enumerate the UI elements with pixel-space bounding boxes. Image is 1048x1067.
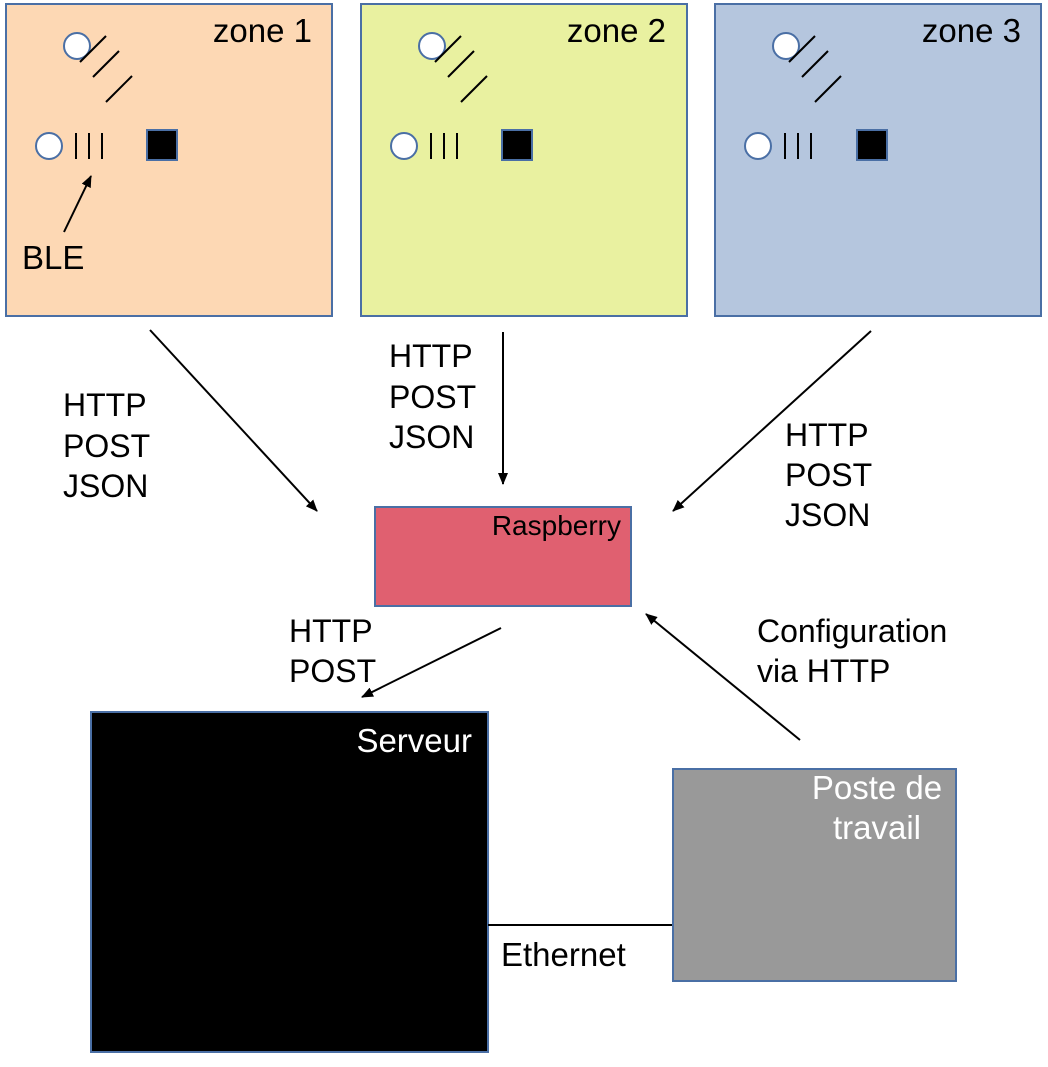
poste-box: [672, 768, 957, 982]
gateway-square-icon: [501, 129, 533, 161]
poste-label-line2: travail: [833, 809, 921, 846]
beacon-circle-icon: [390, 132, 418, 160]
signal-wave-icon: [801, 50, 829, 78]
gateway-square-icon: [146, 129, 178, 161]
ble-beacon-diagonal: [63, 32, 133, 103]
signal-wave-icon: [105, 75, 133, 103]
serveur-box: [90, 711, 489, 1053]
protocol-line: POST: [63, 428, 150, 464]
zone-3-title: zone 3: [922, 12, 1021, 49]
signal-wave-icon: [814, 75, 842, 103]
config-line: via HTTP: [757, 653, 890, 689]
protocol-line: HTTP: [389, 338, 473, 374]
zone-2-title: zone 2: [567, 12, 666, 49]
protocol-line: POST: [389, 379, 476, 415]
serveur-label: Serveur: [356, 722, 472, 759]
protocol-label-zone2: HTTP POST JSON: [389, 338, 476, 455]
signal-wave-icon: [788, 35, 816, 63]
ble-pointer-arrow: [63, 175, 92, 233]
ble-beacon-horizontal: [744, 132, 812, 160]
beacon-circle-icon: [418, 32, 446, 60]
arrow-raspberry-to-serveur: [361, 627, 502, 698]
protocol-line: POST: [785, 457, 872, 493]
beacon-circle-icon: [35, 132, 63, 160]
ethernet-label: Ethernet: [501, 936, 626, 973]
signal-wave-icon: [447, 50, 475, 78]
protocol-line: HTTP: [785, 417, 869, 453]
poste-de-travail-node: Poste de travail: [672, 768, 957, 982]
protocol-line: JSON: [785, 497, 870, 533]
protocol-line: JSON: [389, 419, 474, 455]
protocol-line: HTTP: [289, 613, 373, 649]
protocol-line: JSON: [63, 468, 148, 504]
protocol-label-zone3: HTTP POST JSON: [785, 417, 872, 533]
raspberry-box: [374, 506, 632, 607]
gateway-square-icon: [856, 129, 888, 161]
protocol-label-to-serveur: HTTP POST: [289, 613, 376, 689]
signal-wave-icon: [79, 35, 107, 63]
protocol-line: POST: [289, 653, 376, 689]
ble-label: BLE: [22, 239, 84, 276]
signal-wave-icon: [460, 75, 488, 103]
ble-beacon-horizontal: [35, 132, 103, 160]
signal-wave-icon: [92, 50, 120, 78]
raspberry-label: Raspberry: [492, 510, 621, 541]
poste-label-line1: Poste de: [812, 769, 942, 806]
zone-3: zone 3: [714, 3, 1042, 317]
arrow-poste-to-raspberry: [645, 613, 801, 741]
zone-2: zone 2: [360, 3, 688, 317]
beacon-circle-icon: [63, 32, 91, 60]
serveur-node: Serveur: [90, 711, 489, 1053]
arrow-zone1-to-raspberry: [149, 329, 318, 512]
signal-wave-icon: [434, 35, 462, 63]
ble-beacon-diagonal: [418, 32, 488, 103]
ble-beacon-diagonal: [772, 32, 842, 103]
zone-1-title: zone 1: [213, 12, 312, 49]
arrow-zone3-to-raspberry: [672, 330, 872, 512]
zone-1: zone 1 BLE: [5, 3, 333, 317]
beacon-circle-icon: [744, 132, 772, 160]
config-line: Configuration: [757, 613, 947, 649]
protocol-label-zone1: HTTP POST JSON: [63, 387, 150, 504]
config-label: Configuration via HTTP: [757, 613, 947, 689]
ble-beacon-horizontal: [390, 132, 458, 160]
raspberry-node: Raspberry: [374, 506, 632, 607]
protocol-line: HTTP: [63, 387, 147, 423]
beacon-circle-icon: [772, 32, 800, 60]
